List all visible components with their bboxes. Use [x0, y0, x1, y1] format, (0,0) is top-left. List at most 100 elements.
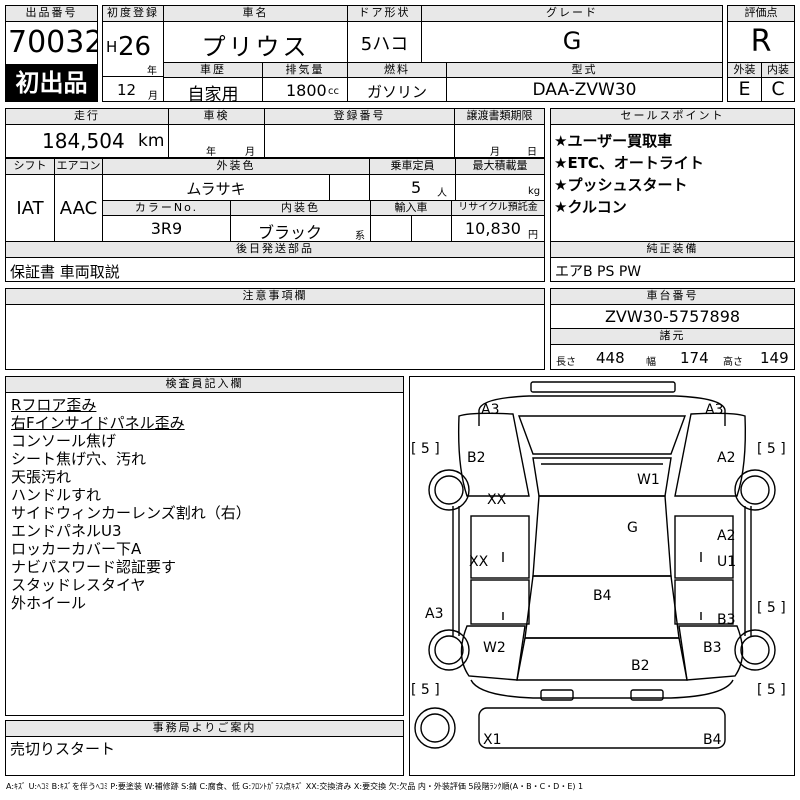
model: DAA-ZVW30 — [532, 80, 637, 100]
height-value: 149 — [760, 349, 789, 367]
mark-left-front-pillar: XX — [487, 492, 507, 508]
mark-left-rear-door: XX — [469, 554, 489, 570]
remark-line: Rフロア歪み — [11, 396, 97, 414]
office-notice: 売切りスタート — [10, 740, 116, 758]
mileage-unit: km — [138, 131, 165, 151]
hood-outline — [517, 415, 687, 455]
rear-bumper-plate — [540, 689, 574, 701]
remark-line: 外ホイール — [11, 594, 87, 612]
mark-right-rear-quarter: B3 — [703, 640, 722, 656]
exterior-color: ムラサキ — [186, 180, 246, 198]
color-no: 3R9 — [150, 219, 183, 238]
mark-roof: G — [627, 520, 638, 536]
mark-right-fender: A2 — [717, 450, 735, 466]
interior-color: ブラック — [258, 223, 323, 242]
inspection-label: 車検 — [168, 108, 265, 125]
right-rear-tire — [734, 629, 776, 671]
sales-point: ★ETC、オートライト — [554, 154, 704, 172]
registration-month: 12 — [117, 81, 137, 99]
mark-rear-left: X1 — [483, 732, 502, 748]
left-front-tire-inner — [434, 475, 464, 505]
door-label: ドア形状 — [347, 5, 422, 22]
shift: IAT — [16, 198, 44, 219]
model-cell — [446, 77, 723, 102]
car-name: プリウス — [201, 33, 310, 61]
max-load-unit: kg — [528, 186, 541, 197]
grade-label: グレード — [421, 5, 723, 22]
interior-color-unit: 系 — [355, 231, 365, 242]
sales-points-panel: ★ユーザー買取車 ★ETC、オートライト ★プッシュスタート ★クルコン — [550, 124, 795, 242]
remark-line: シート焦げ穴、汚れ — [11, 450, 147, 468]
chassis-number: ZVW30-5757898 — [604, 307, 741, 326]
transfer-deadline-label: 譲渡書類期限 — [454, 108, 545, 125]
mark-windshield: W1 — [637, 472, 660, 488]
sales-points-label: セールスポイント — [550, 108, 795, 125]
exterior-grade-label: 外装 — [727, 62, 762, 78]
sales-point: ★クルコン — [554, 198, 627, 216]
right-front-tire — [734, 469, 776, 511]
tire-tread-rear-right-2: [ 5 ] — [757, 682, 786, 698]
left-front-door — [470, 515, 530, 579]
transfer-day-unit: 日 — [527, 147, 537, 158]
remark-line: ロッカーカバー下A — [11, 540, 142, 558]
inspection-month-unit: 月 — [245, 147, 255, 158]
displacement: 1800 — [286, 81, 327, 100]
dimensions-cell — [550, 344, 795, 370]
ac-label: エアコン — [54, 158, 103, 175]
displacement-unit: cc — [328, 86, 339, 97]
exterior-color-label: 外装色 — [102, 158, 370, 175]
interior-grade-label: 内装 — [761, 62, 795, 78]
right-rear-quarter — [678, 625, 744, 681]
equipment: エアB PS PW — [555, 264, 642, 280]
exterior-grade: E — [738, 78, 751, 100]
remark-line: ナビパスワード認証要す — [11, 558, 177, 576]
tire-tread-rear-left: [ 5 ] — [411, 682, 440, 698]
recycle-label: リサイクル預託金 — [451, 200, 545, 216]
vehicle-condition-diagram: A3 A3 B2 A2 W1 XX G A2 XX U1 B4 A3 B3 W2… — [409, 376, 795, 776]
registration-number-label: 登録番号 — [264, 108, 455, 125]
legend: A:ｷｽﾞ U:ﾍｺﾐ B:ｷｽﾞを伴うﾍｺﾐ P:要塗装 W:補修跡 S:錆 … — [6, 782, 584, 791]
rear-panel-outline — [478, 707, 726, 749]
later-parts-label: 後日発送部品 — [5, 241, 545, 258]
door-type: 5ハコ — [360, 34, 409, 55]
remark-line: ハンドルすれ — [11, 486, 102, 504]
ac: AAC — [59, 198, 98, 219]
remark-line: エンドパネルU3 — [11, 522, 122, 540]
width-label: 幅 — [646, 357, 656, 368]
fuel-label: 燃料 — [347, 62, 447, 78]
mileage-label: 走行 — [5, 108, 169, 125]
mileage: 184,504 — [42, 129, 125, 153]
transfer-deadline-cell — [454, 124, 545, 158]
score-label: 評価点 — [727, 5, 795, 22]
year-unit: 年 — [147, 66, 157, 77]
right-front-fender — [674, 412, 747, 497]
later-parts-cell — [5, 257, 545, 282]
dimensions-label: 諸元 — [550, 328, 795, 345]
left-front-fender — [457, 412, 530, 497]
remark-line: 右Fインサイドパネル歪み — [11, 414, 185, 432]
max-load-label: 最大積載量 — [455, 158, 545, 175]
car-name-label: 車名 — [163, 5, 348, 22]
remark-line: スタッドレスタイヤ — [11, 576, 146, 594]
right-front-tire-inner — [740, 475, 770, 505]
fuel: ガソリン — [366, 83, 427, 101]
office-notice-label: 事務局よりご案内 — [5, 720, 404, 737]
tire-tread-front-left: [ 5 ] — [411, 441, 440, 457]
interior-grade: C — [771, 78, 785, 100]
left-rear-quarter — [460, 625, 526, 681]
front-bumper-outline — [530, 381, 676, 393]
equipment-label: 純正装備 — [550, 241, 795, 258]
mark-left-fender: B2 — [467, 450, 486, 466]
capacity: 5 — [411, 178, 422, 197]
inspection-year-unit: 年 — [206, 147, 216, 158]
left-rear-tire-inner — [434, 635, 464, 665]
right-rear-tire-inner — [740, 635, 770, 665]
mark-left-rear-quarter: W2 — [483, 640, 506, 656]
notes-label: 注意事項欄 — [5, 288, 545, 305]
capacity-unit: 人 — [437, 188, 447, 199]
remark-line: コンソール焦げ — [11, 432, 117, 450]
length-label: 長さ — [556, 357, 576, 368]
rear-bumper-plate-right — [630, 689, 664, 701]
equipment-cell — [550, 257, 795, 282]
